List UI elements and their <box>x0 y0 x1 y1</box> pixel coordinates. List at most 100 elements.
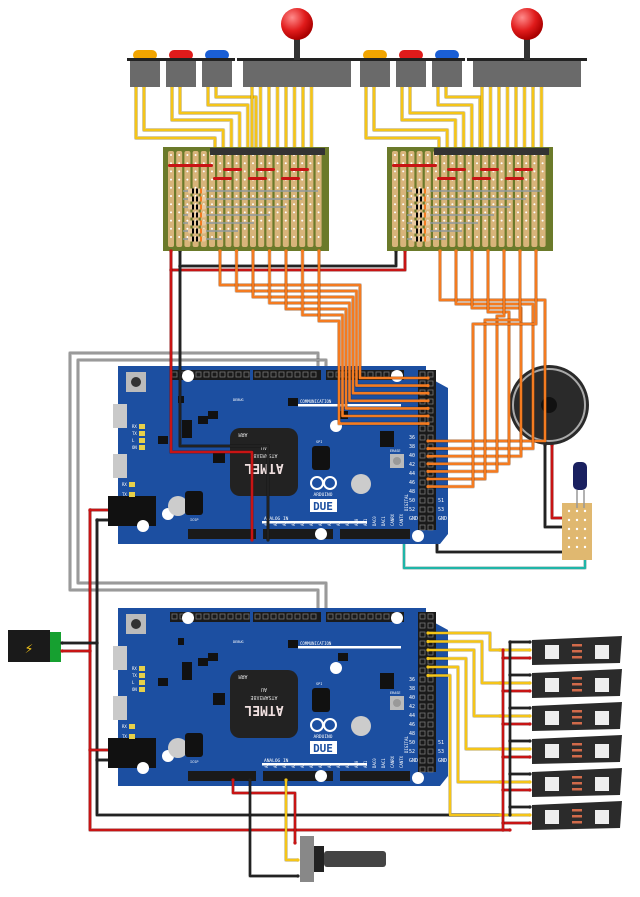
header-pin <box>427 497 434 504</box>
hole <box>293 162 295 165</box>
hole <box>500 162 503 165</box>
usb-port <box>113 454 127 478</box>
led-label: ON <box>132 445 137 450</box>
wire-end <box>426 462 430 466</box>
resistor-pad <box>572 755 582 758</box>
pot-nut <box>314 846 324 872</box>
hole <box>284 195 287 197</box>
hole <box>301 195 304 197</box>
hole <box>575 518 579 522</box>
resistor-band <box>416 236 418 242</box>
analog-pin-label: CANTX <box>399 513 404 526</box>
wire-end <box>426 656 430 661</box>
hole <box>260 203 263 206</box>
hole <box>194 162 197 165</box>
resistor-pad <box>572 809 582 812</box>
hole <box>583 545 587 549</box>
copper-strip <box>299 151 306 247</box>
blue-button-cap <box>205 50 229 60</box>
hole <box>260 211 263 214</box>
wire-end <box>508 828 512 832</box>
wire-end <box>528 648 532 652</box>
hole <box>260 219 263 222</box>
hole <box>484 211 487 214</box>
hole <box>243 219 246 222</box>
hole <box>525 162 528 165</box>
pin-label: 42 <box>409 704 415 710</box>
wire-end <box>60 649 64 653</box>
header-pin <box>427 380 434 387</box>
header-pin <box>427 739 434 746</box>
button-body <box>166 61 196 87</box>
hole <box>467 170 470 173</box>
hole <box>243 170 246 173</box>
erase-label: ERASE <box>390 691 401 695</box>
resistor-band <box>200 196 202 202</box>
ws2812-led <box>545 645 559 659</box>
led-data-wire <box>428 657 500 751</box>
hole <box>426 154 429 156</box>
wire-end <box>426 648 430 652</box>
header-pin <box>427 488 434 495</box>
power-jack <box>108 496 156 526</box>
analog-pin-label: CANTX <box>399 755 404 768</box>
player1-wire <box>301 251 428 418</box>
hole <box>227 162 230 165</box>
hole <box>467 227 470 230</box>
header-top-1 <box>170 370 250 380</box>
resistor-pad <box>572 788 582 791</box>
hole <box>301 236 304 238</box>
hole <box>476 195 478 197</box>
jumper-wire <box>290 168 309 171</box>
hole <box>443 162 446 165</box>
wire-end <box>486 249 490 253</box>
hole <box>410 195 413 197</box>
hole <box>202 186 205 189</box>
hole <box>301 227 304 230</box>
header-pin <box>419 461 426 468</box>
debug-label: DEBUG <box>233 398 244 402</box>
mounting-hole <box>137 762 149 774</box>
wire-end <box>470 249 474 253</box>
led <box>139 673 145 678</box>
stripboard-1 <box>163 147 329 251</box>
wire-end <box>60 641 64 645</box>
wire-end <box>501 648 505 652</box>
hole <box>575 509 579 513</box>
digital-label: DIGITAL <box>404 494 409 511</box>
wire-end <box>528 821 532 825</box>
gnd-wire <box>178 266 270 540</box>
analog-pin-label: A8 <box>336 521 341 526</box>
analog-pin-label: A4 <box>300 763 305 768</box>
joystick-ball <box>281 8 313 40</box>
pin-label: 50 <box>409 740 415 746</box>
hole <box>583 536 587 540</box>
hole <box>317 162 320 165</box>
hole <box>394 227 396 230</box>
hole <box>567 527 571 531</box>
header-pin <box>270 613 277 620</box>
smd-component <box>158 436 168 444</box>
hole <box>317 195 320 197</box>
hole <box>410 219 413 222</box>
pin-label: 44 <box>409 713 415 719</box>
hole <box>418 170 421 173</box>
hole <box>309 195 312 197</box>
yellow-button-cap <box>133 50 157 60</box>
arduino-brand: ARDUINO <box>314 734 333 740</box>
hole <box>170 154 172 156</box>
header-pin <box>419 613 426 620</box>
header-pin <box>427 694 434 701</box>
hole <box>252 236 254 238</box>
hole <box>194 170 197 173</box>
hole <box>541 203 544 206</box>
header-pin <box>419 479 426 486</box>
wire-end <box>88 508 92 512</box>
mounting-hole <box>315 528 327 540</box>
jack-body <box>8 630 50 662</box>
button-wire <box>436 87 474 150</box>
joystick-base <box>473 60 581 87</box>
pin-label: 50 <box>409 498 415 504</box>
player1-wire <box>284 251 428 410</box>
